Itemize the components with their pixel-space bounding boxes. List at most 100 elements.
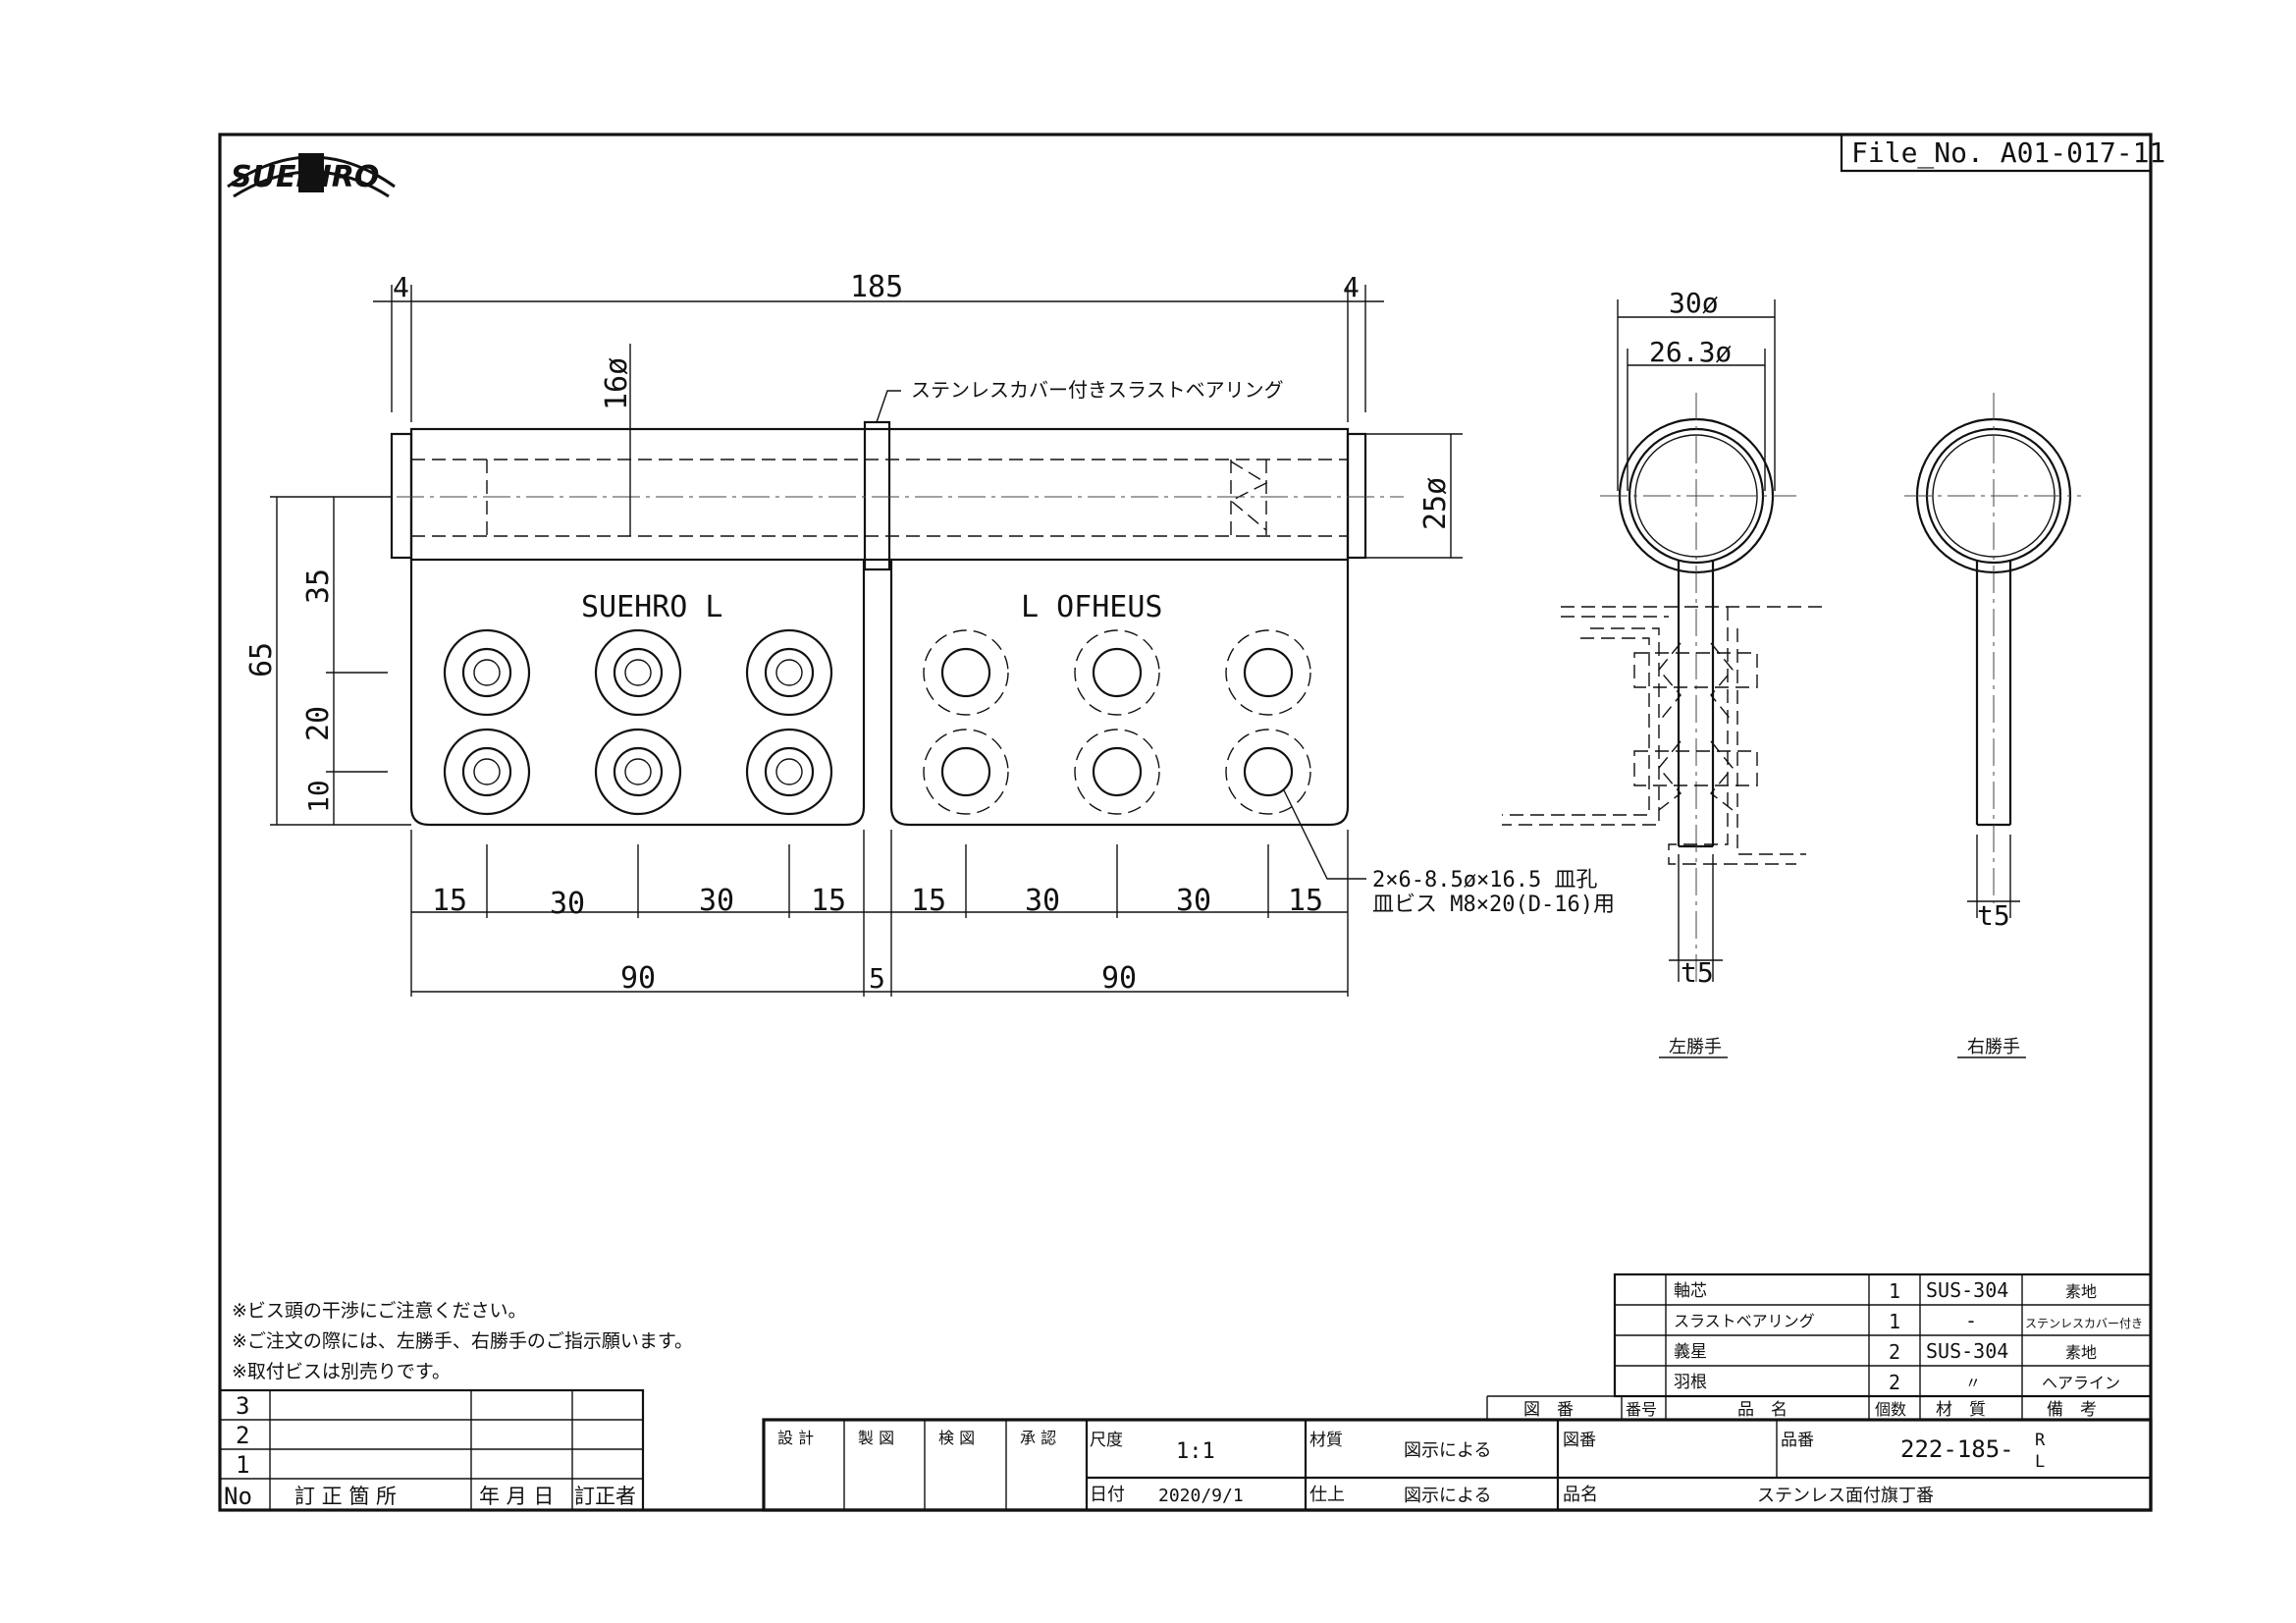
mounting-context: [1502, 606, 1826, 865]
part-material-1: SUS-304: [1926, 1278, 2008, 1302]
approval-check: 検 図: [938, 1429, 975, 1447]
leaf-mark-right: L OFHEUS: [1021, 590, 1163, 624]
revision-row-1: 1: [236, 1451, 249, 1479]
part-name-4: 羽根: [1674, 1373, 1707, 1392]
header-remark: 備 考: [2047, 1400, 2097, 1420]
part-material-2: -: [1965, 1309, 1977, 1332]
dim-10: 10: [302, 780, 335, 813]
header-item-no: 番号: [1626, 1400, 1657, 1419]
pin-end-right: [1346, 432, 1367, 560]
dim-35: 35: [301, 568, 336, 604]
date-label: 日付: [1090, 1485, 1125, 1505]
dim-90-b: 90: [1101, 961, 1137, 996]
note-2: ※ご注文の際には、左勝手、右勝手のご指示願います。: [232, 1330, 693, 1352]
leaf-left: [409, 560, 866, 827]
revision-row-2: 2: [236, 1422, 249, 1449]
material-value: 図示による: [1404, 1440, 1491, 1461]
revision-table: 3 2 1 No 訂 正 箇 所 年 月 日 訂正者: [218, 1388, 645, 1512]
left-holes: [443, 628, 833, 816]
leaf-right: [889, 560, 1350, 827]
dim-20: 20: [301, 706, 336, 741]
right-holes: [923, 629, 1311, 815]
dim-263-dia: 26.3ø: [1649, 336, 1732, 368]
dim-15-b: 15: [811, 884, 846, 918]
dim-15-a: 15: [432, 884, 467, 918]
approval-approve: 承 認: [1020, 1429, 1056, 1447]
date-value: 2020/9/1: [1158, 1486, 1244, 1506]
file-number-box: File_No. A01-017-11: [1840, 135, 2165, 173]
part-qty-1: 1: [1889, 1279, 1900, 1303]
front-view: SUEHRO L L OFHEUS: [353, 420, 1404, 827]
part-material-4: 〃: [1965, 1374, 1981, 1392]
header-material: 材 質: [1936, 1400, 1986, 1420]
notes: ※ビス頭の干渉にご注意ください。 ※ご注文の際には、左勝手、右勝手のご指示願いま…: [232, 1300, 693, 1382]
bearing-label: ステンレスカバー付きスラストベアリング: [911, 378, 1284, 402]
dim-185: 185: [850, 270, 903, 304]
file-number: File_No. A01-017-11: [1851, 136, 2165, 170]
dim-16: 16ø: [600, 357, 634, 410]
suehiro-logo: SUEHIRO: [227, 153, 396, 198]
approval-design: 設 計: [777, 1429, 814, 1447]
part-name-3: 義星: [1674, 1342, 1707, 1362]
dim-t5-left: t5: [1681, 956, 1714, 989]
left-dimensions: 65 35 20 10: [244, 496, 411, 826]
pin-end-left: [390, 432, 413, 560]
dim-65: 65: [244, 642, 279, 677]
dim-25: 25ø: [1418, 477, 1453, 530]
name-label: 品名: [1563, 1485, 1598, 1505]
dim-30-b: 30: [699, 884, 734, 918]
logo-text: SUEHIRO: [231, 160, 379, 194]
part-no: 222-185-: [1900, 1435, 2014, 1463]
part-name-1: 軸芯: [1674, 1281, 1707, 1301]
part-qty-2: 1: [1889, 1310, 1900, 1333]
part-name-2: スラストベアリング: [1674, 1312, 1815, 1330]
part-material-3: SUS-304: [1926, 1339, 2008, 1363]
approval-drafting: 製 図: [858, 1429, 894, 1447]
note-1: ※ビス頭の干渉にご注意ください。: [232, 1300, 527, 1322]
parts-table: 軸芯 1 SUS-304 素地 スラストベアリング 1 - ステンレスカバー付き…: [1486, 1272, 2153, 1420]
title-block: 設 計 製 図 検 図 承 認 尺度 1:1 材質 図示による 図番 品番 22…: [762, 1418, 2153, 1512]
part-remark-3: 素地: [2065, 1343, 2097, 1362]
finish-label: 仕上: [1309, 1485, 1345, 1505]
part-no-label: 品番: [1781, 1431, 1814, 1450]
revision-header-date: 年 月 日: [479, 1485, 554, 1508]
note-3: ※取付ビスは別売りです。: [232, 1361, 451, 1382]
bottom-dimensions: 15 30 30 15 15 30 30 15 90 5 90: [410, 830, 1349, 997]
scale-value: 1:1: [1176, 1439, 1215, 1464]
label-left-hand: 左勝手: [1669, 1037, 1722, 1057]
dim-30-a: 30: [550, 887, 585, 921]
dim-15-c: 15: [911, 884, 946, 918]
dim-30-d: 30: [1176, 884, 1211, 918]
part-no-suffix-r: R: [2035, 1431, 2046, 1450]
hole-spec: 2×6-8.5ø×16.5 皿孔: [1372, 868, 1597, 893]
name-value: ステンレス面付旗丁番: [1757, 1486, 1934, 1506]
part-qty-3: 2: [1889, 1340, 1900, 1364]
part-qty-4: 2: [1889, 1371, 1900, 1394]
part-remark-1: 素地: [2065, 1282, 2097, 1301]
side-view-right-hand: t5 右勝手: [1904, 393, 2081, 1058]
drawing-no-label: 図番: [1563, 1431, 1596, 1450]
material-label: 材質: [1309, 1431, 1343, 1450]
thrust-bearing: [863, 420, 891, 571]
revision-header-reviser: 訂正者: [574, 1485, 636, 1508]
leaf-mark-left: SUEHRO L: [581, 590, 723, 624]
header-drawing-no: 図 番: [1523, 1400, 1574, 1420]
dim-30-c: 30: [1025, 884, 1060, 918]
part-remark-4: ヘアライン: [2042, 1374, 2120, 1392]
pin-barrel: [409, 427, 1350, 562]
dim-90-a: 90: [620, 961, 656, 996]
bearing-callout: ステンレスカバー付きスラストベアリング: [876, 378, 1284, 423]
finish-value: 図示による: [1404, 1486, 1491, 1506]
dim-4-left: 4: [393, 271, 409, 303]
screw-spec: 皿ビス M8×20(D-16)用: [1372, 893, 1615, 917]
hole-callout: 2×6-8.5ø×16.5 皿孔 皿ビス M8×20(D-16)用: [1283, 789, 1615, 917]
dim-5: 5: [869, 962, 885, 995]
revision-header-location: 訂 正 箇 所: [294, 1485, 397, 1508]
dim-4-right: 4: [1343, 271, 1360, 303]
revision-header-no: No: [224, 1483, 252, 1510]
header-qty: 個数: [1875, 1400, 1906, 1419]
dim-t5-right: t5: [1977, 899, 2010, 932]
header-name: 品 名: [1737, 1400, 1788, 1420]
part-remark-2: ステンレスカバー付き: [2025, 1317, 2143, 1330]
